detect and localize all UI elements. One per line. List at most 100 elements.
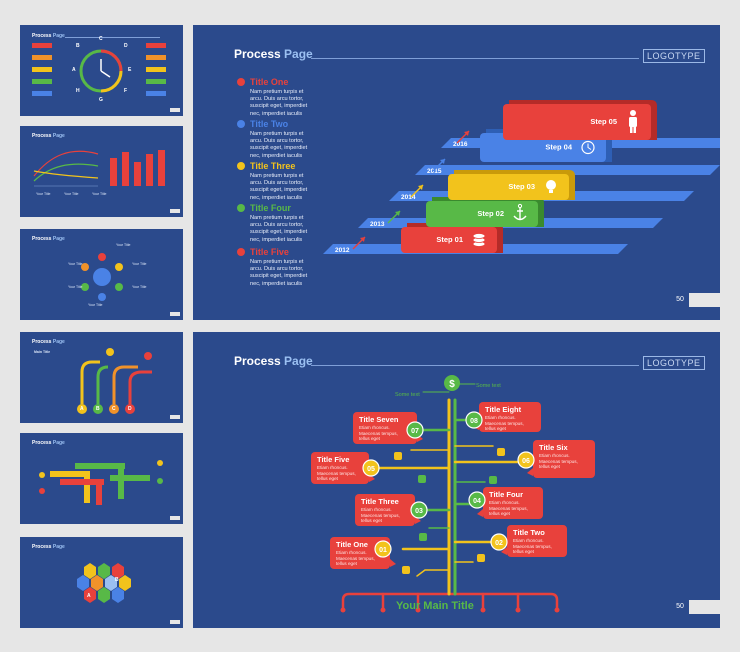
coins-icon	[472, 233, 486, 247]
thumb-process-page: Process Page	[32, 33, 65, 39]
year-label: 2014	[401, 194, 416, 201]
node-title: Title Seven	[359, 415, 399, 424]
page-number: 50	[671, 293, 689, 307]
item-description: arcu. Duis arcu tortor,	[250, 222, 304, 229]
node-description: Maecenas tempus,	[336, 555, 375, 561]
node-description: Etiam rhoncus.	[359, 425, 390, 430]
item-description: nec, imperdiet iaculis	[250, 110, 303, 117]
some-text-right: Some text	[476, 383, 501, 389]
item-description: Nam pretium turpis et	[250, 259, 304, 265]
thumb-label: Your Title	[116, 243, 131, 247]
thumbnail-tree-slide[interactable]: Process Page Main Title A B C D	[20, 332, 183, 423]
thumb-process-page: Process Page	[32, 440, 65, 446]
item-description: nec, imperdiet iaculis	[250, 194, 303, 201]
node-number-badge: 07	[406, 421, 424, 439]
node-description: tellus eget	[539, 464, 560, 469]
item-description: suscipit eget, imperdiet	[250, 145, 308, 152]
thumbnail-hexagon-slide[interactable]: Process Page A B	[20, 537, 183, 628]
thumbnail-cycle-slide[interactable]: Process Page Your Title Your Title Your …	[20, 229, 183, 320]
year-label: 2016	[453, 141, 468, 148]
pencil-icon	[418, 475, 426, 483]
title-bullet-icon	[237, 248, 245, 256]
item-description: arcu. Duis arcu tortor,	[250, 266, 304, 273]
page-number: 50	[671, 600, 689, 614]
step-label: Step 01	[436, 235, 463, 244]
item-title: Title Five	[250, 247, 289, 257]
clock-letter: F	[124, 88, 128, 94]
step-block: Step 05	[503, 100, 657, 140]
bag-icon	[402, 566, 410, 574]
item-description: suscipit eget, imperdiet	[250, 273, 308, 280]
item-description: nec, imperdiet iaculis	[250, 152, 303, 159]
node-description: Maecenas tempus,	[489, 505, 528, 511]
svg-text:08: 08	[470, 418, 478, 425]
thumbnail-chart-slide[interactable]: Process Page Your Title Your Title Your …	[20, 126, 183, 217]
item-title: Title Two	[250, 119, 289, 129]
node-title: Title Three	[361, 497, 399, 506]
mini-line-bar-chart	[33, 150, 180, 213]
thumb-process-page: Process Page	[32, 236, 65, 242]
slide-title: Process Page	[234, 354, 313, 368]
node-description: Etiam rhoncus.	[513, 538, 544, 543]
node-callout	[527, 440, 595, 478]
node-description: Maecenas tempus,	[485, 420, 524, 426]
lightbulb-icon	[546, 180, 556, 193]
node-number-badge: 05	[362, 459, 380, 477]
node-description: Etiam rhoncus.	[539, 453, 570, 458]
thumb-label: Your Title	[68, 285, 83, 289]
node-description: tellus eget	[359, 436, 380, 441]
step-block: Step 03	[448, 170, 575, 200]
mini-cycle-diagram	[81, 253, 180, 316]
node-number-badge: 02	[490, 533, 508, 551]
step-label: Step 05	[590, 117, 617, 126]
thumbnail-bars-slide[interactable]: Process Page	[20, 433, 183, 524]
thumb-process-page: Process Page	[32, 339, 65, 345]
svg-text:04: 04	[473, 498, 481, 505]
logotype: LOGOTYPE	[643, 49, 705, 63]
dollar-icon: $	[444, 375, 460, 391]
item-description: nec, imperdiet iaculis	[250, 280, 303, 287]
svg-text:07: 07	[411, 428, 419, 435]
root-dot	[415, 607, 421, 613]
title-bullet-icon	[237, 120, 245, 128]
node-title: Title Two	[513, 528, 545, 537]
clock-diagram	[32, 43, 180, 112]
thumb-label: Your Title	[88, 303, 103, 307]
up-arrow-icon	[387, 210, 401, 224]
clock-letter: C	[99, 36, 103, 42]
thumb-label: Your Title	[68, 262, 83, 266]
node-description: Maecenas tempus,	[317, 470, 356, 476]
search-icon	[489, 476, 497, 484]
mini-3d-bars	[39, 460, 180, 520]
node-description: tellus eget	[361, 518, 382, 523]
node-description: Etiam rhoncus.	[361, 507, 392, 512]
thumbnail-clock-slide[interactable]: Process Page C D E F G H A B	[20, 25, 183, 116]
node-description: Etiam rhoncus.	[485, 415, 516, 420]
mini-hexagons	[77, 563, 180, 624]
page-number-tab: 50	[671, 600, 720, 614]
clock-letter: G	[99, 97, 103, 103]
year-label: 2012	[335, 247, 350, 254]
svg-text:05: 05	[367, 466, 375, 473]
svg-text:06: 06	[522, 458, 530, 465]
anchor-icon	[477, 554, 485, 562]
item-description: Nam pretium turpis et	[250, 173, 304, 179]
node-number-badge: 04	[468, 491, 486, 509]
logotype: LOGOTYPE	[643, 356, 705, 370]
item-description: Nam pretium turpis et	[250, 131, 304, 137]
title-bullet-icon	[237, 162, 245, 170]
title-bullet-icon	[237, 78, 245, 86]
node-description: tellus eget	[336, 561, 357, 566]
step-label: Step 04	[545, 143, 573, 152]
main-title: Your Main Title	[396, 600, 474, 612]
node-description: Etiam rhoncus.	[336, 550, 367, 555]
node-title: Title Four	[489, 490, 524, 499]
thumb-process-page: Process Page	[32, 544, 65, 550]
tree-letter: A	[80, 406, 84, 412]
tree-letter: C	[112, 406, 116, 412]
thumb-label: Your Title	[132, 262, 147, 266]
item-description: arcu. Duis arcu tortor,	[250, 180, 304, 187]
node-description: Maecenas tempus,	[359, 430, 398, 436]
flask-icon	[497, 448, 505, 456]
